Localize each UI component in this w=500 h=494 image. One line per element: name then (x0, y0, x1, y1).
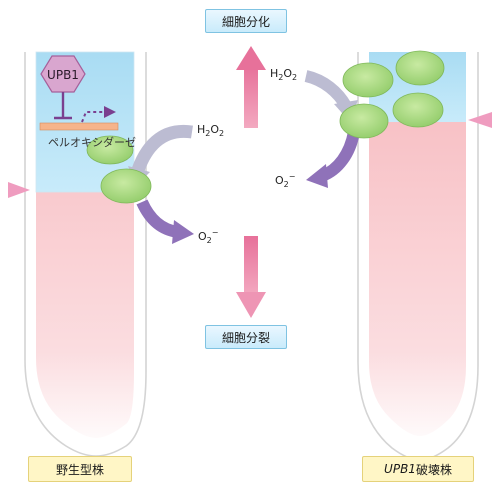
mutant-h2o2-label: H2O2 (270, 67, 297, 82)
wild-type-h2o2-arrow (131, 124, 193, 173)
wild-type-cell-upper (86, 135, 134, 165)
wild-type-o2-arrow (136, 199, 180, 238)
differentiation-text: 細胞分化 (221, 14, 270, 29)
wild-type-h2o2-label: H2O2 (197, 123, 224, 138)
wild-type-root-outline (24, 52, 147, 457)
division-arrow (236, 236, 266, 318)
mutant-cell-top-left (342, 62, 394, 98)
mutant-o2-label: O2− (275, 172, 295, 189)
wild-type-cell-lower (100, 168, 152, 204)
mutant-h2o2-arrow (304, 70, 352, 110)
mutant-boundary-marker (468, 112, 492, 128)
division-text: 細胞分裂 (221, 330, 270, 345)
differentiation-arrow (236, 46, 266, 128)
wild-type-text: 野生型株 (55, 462, 104, 477)
wild-type-o2-label: O2− (198, 228, 218, 245)
division-label: 細胞分裂 (205, 325, 287, 349)
peroxidase-bar (39, 122, 119, 131)
mutant-cell-top-right (395, 50, 445, 86)
differentiation-label: 細胞分化 (205, 9, 287, 33)
mutant-cell-mid-right (392, 92, 444, 128)
peroxidase-label: ペルオキシダーゼ (48, 135, 136, 149)
wild-type-root (24, 51, 147, 457)
mutant-cell-mid-left (339, 103, 389, 139)
mutant-suffix-text: 破壊株 (415, 462, 452, 477)
mutant-gene-text: UPB1 (384, 462, 416, 476)
wild-type-label: 野生型株 (28, 456, 132, 482)
upb1-hexagon (40, 55, 86, 93)
mutant-o2-arrow (319, 130, 360, 182)
wild-type-boundary-marker (8, 182, 30, 198)
upb1-label: UPB1 (47, 68, 79, 82)
